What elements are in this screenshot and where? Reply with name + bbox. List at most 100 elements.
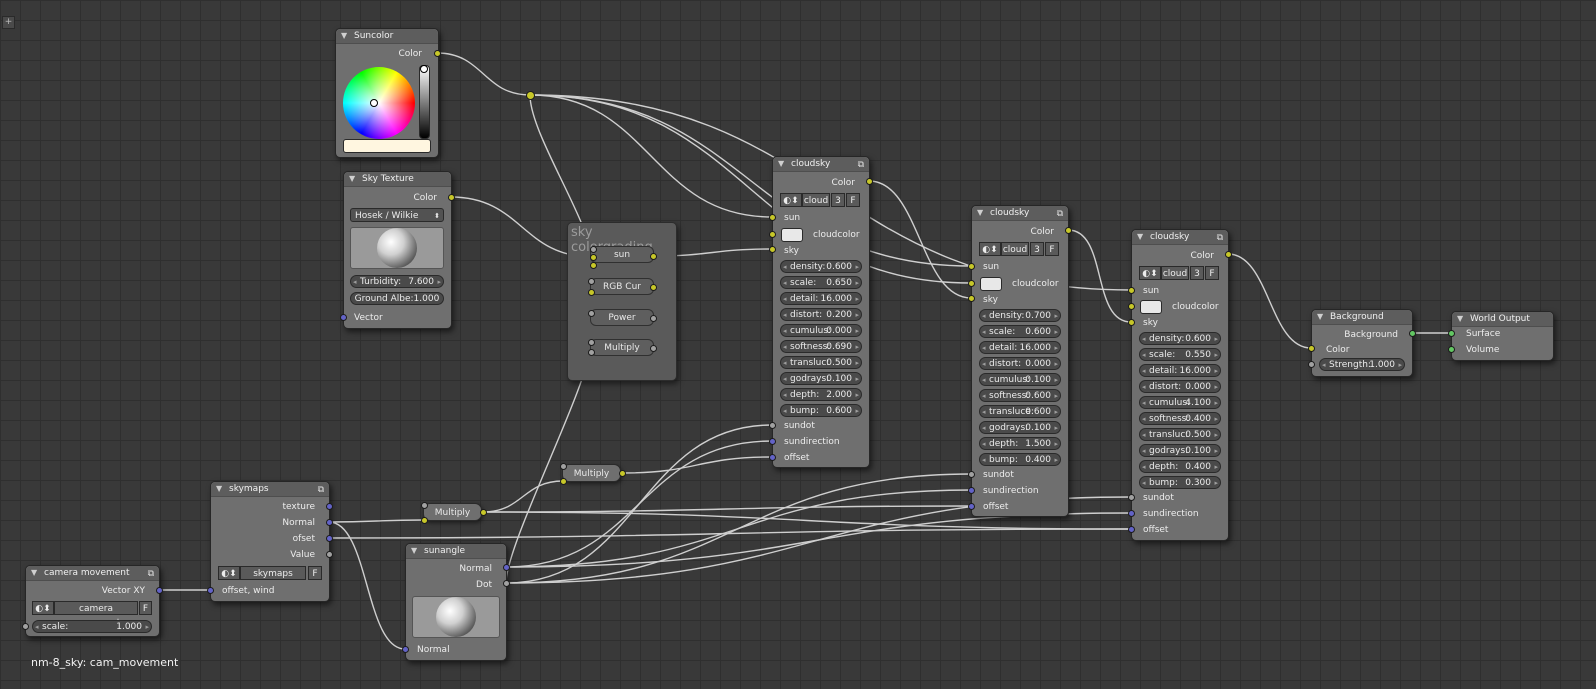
inner-node-sun[interactable]: sun bbox=[590, 246, 654, 263]
increment-arrow-icon[interactable]: ▸ bbox=[1214, 399, 1218, 407]
increment-arrow-icon[interactable]: ▸ bbox=[1054, 312, 1058, 320]
increment-arrow-icon[interactable]: ▸ bbox=[1054, 376, 1058, 384]
group-selector[interactable]: ◐⬍ camera movement F bbox=[32, 601, 152, 628]
param-field[interactable]: ◂detail:16.000▸ bbox=[979, 341, 1061, 354]
brightness-slider[interactable] bbox=[419, 65, 430, 139]
node-header[interactable]: ▼Suncolor bbox=[336, 29, 438, 44]
group-selector[interactable]: ◐⬍ cloud 3 F bbox=[1139, 266, 1219, 280]
node-header[interactable]: ▼cloudsky⧉ bbox=[773, 157, 869, 172]
decrement-arrow-icon[interactable]: ◂ bbox=[982, 392, 986, 400]
collapse-triangle-icon[interactable]: ▼ bbox=[778, 159, 785, 168]
param-field[interactable]: ◂cumulus:0.000▸ bbox=[780, 324, 862, 337]
inner-node-rgb-curves[interactable]: RGB Cur bbox=[590, 278, 654, 295]
decrement-arrow-icon[interactable]: ◂ bbox=[783, 391, 787, 399]
user-count[interactable]: 3 bbox=[1190, 266, 1204, 280]
node-tree-icon[interactable]: ◐⬍ bbox=[1139, 266, 1161, 280]
socket-c1_sun[interactable] bbox=[768, 213, 776, 221]
socket-wo_vol[interactable] bbox=[1447, 345, 1455, 353]
socket-c2_dir[interactable] bbox=[967, 486, 975, 494]
decrement-arrow-icon[interactable]: ◂ bbox=[982, 456, 986, 464]
reroute-point[interactable] bbox=[526, 91, 535, 100]
socket-c1_off[interactable] bbox=[768, 453, 776, 461]
increment-arrow-icon[interactable]: ▸ bbox=[1054, 424, 1058, 432]
decrement-arrow-icon[interactable]: ◂ bbox=[783, 295, 787, 303]
group-selector[interactable]: ◐⬍ cloud 3 F bbox=[780, 193, 860, 207]
param-field[interactable]: ◂distort:0.000▸ bbox=[979, 357, 1061, 370]
node-multiply-2[interactable]: Multiply bbox=[562, 464, 621, 482]
node-background[interactable]: ▼Background Background Color ◂Strength:1… bbox=[1311, 309, 1413, 377]
param-field[interactable]: ◂bump:0.400▸ bbox=[979, 453, 1061, 466]
socket-cg_p_out[interactable] bbox=[649, 314, 657, 322]
param-field[interactable]: ◂godrays:0.100▸ bbox=[780, 372, 862, 385]
socket-sm_in[interactable] bbox=[206, 586, 214, 594]
socket-c1_dot[interactable] bbox=[768, 421, 776, 429]
collapse-triangle-icon[interactable]: ▼ bbox=[1137, 232, 1144, 241]
group-selector[interactable]: ◐⬍ cloud 3 F bbox=[979, 242, 1059, 256]
param-field[interactable]: ◂distort:0.200▸ bbox=[780, 308, 862, 321]
cloudcolor-swatch[interactable] bbox=[980, 277, 1002, 291]
param-field[interactable]: ◂transluc:0.500▸ bbox=[780, 356, 862, 369]
node-group-icon[interactable]: ⧉ bbox=[1216, 233, 1223, 243]
collapse-triangle-icon[interactable]: ▼ bbox=[349, 174, 356, 183]
inner-node-power[interactable]: Power bbox=[590, 309, 654, 326]
increment-arrow-icon[interactable]: ▸ bbox=[855, 375, 859, 383]
decrement-arrow-icon[interactable]: ◂ bbox=[982, 376, 986, 384]
increment-arrow-icon[interactable]: ▸ bbox=[855, 311, 859, 319]
param-field[interactable]: ◂depth:2.000▸ bbox=[780, 388, 862, 401]
socket-cg_m_out[interactable] bbox=[649, 344, 657, 352]
socket-sa_in[interactable] bbox=[401, 645, 409, 653]
socket-c1_out[interactable] bbox=[865, 177, 873, 185]
socket-c2_out[interactable] bbox=[1064, 226, 1072, 234]
increment-arrow-icon[interactable]: ▸ bbox=[855, 359, 859, 367]
sky-type-dropdown[interactable]: Hosek / Wilkie⬍ bbox=[350, 208, 444, 222]
param-field[interactable]: ◂transluc:0.500▸ bbox=[1139, 428, 1221, 441]
param-field[interactable]: ◂godrays:0.100▸ bbox=[1139, 444, 1221, 457]
normal-preview[interactable] bbox=[412, 596, 500, 638]
socket-bg_out[interactable] bbox=[1408, 329, 1416, 337]
decrement-arrow-icon[interactable]: ◂ bbox=[783, 327, 787, 335]
decrement-arrow-icon[interactable]: ◂ bbox=[1142, 463, 1146, 471]
socket-sm_val[interactable] bbox=[325, 550, 333, 558]
socket-sky_out[interactable] bbox=[447, 193, 455, 201]
cloudcolor-swatch[interactable] bbox=[781, 228, 803, 242]
node-group-icon[interactable]: ⧉ bbox=[857, 160, 864, 170]
node-multiply-1[interactable]: Multiply bbox=[423, 503, 482, 521]
decrement-arrow-icon[interactable]: ◂ bbox=[982, 360, 986, 368]
socket-cg_m_in[interactable] bbox=[587, 338, 595, 346]
node-cloudsky-2[interactable]: ▼cloudsky⧉ Color ◐⬍ cloud 3 F sun cloudc… bbox=[971, 205, 1069, 517]
socket-sm_ofs[interactable] bbox=[325, 534, 333, 542]
collapse-triangle-icon[interactable]: ▼ bbox=[1457, 314, 1464, 323]
decrement-arrow-icon[interactable]: ◂ bbox=[982, 424, 986, 432]
fake-user-button[interactable]: F bbox=[1045, 242, 1059, 256]
param-field[interactable]: ◂bump:0.300▸ bbox=[1139, 476, 1221, 489]
decrement-arrow-icon[interactable]: ◂ bbox=[353, 278, 357, 286]
decrement-arrow-icon[interactable]: ◂ bbox=[1142, 431, 1146, 439]
collapse-triangle-icon[interactable]: ▼ bbox=[216, 484, 223, 493]
collapse-triangle-icon[interactable]: ▼ bbox=[31, 568, 38, 577]
socket-suncol_out[interactable] bbox=[433, 49, 441, 57]
increment-arrow-icon[interactable]: ▸ bbox=[1054, 328, 1058, 336]
scale-field[interactable]: ◂scale:1.000▸ bbox=[32, 620, 152, 633]
node-header[interactable]: ▼Background bbox=[1312, 310, 1412, 325]
node-cloudsky-3[interactable]: ▼cloudsky⧉ Color ◐⬍ cloud 3 F sun cloudc… bbox=[1131, 229, 1229, 541]
node-cloudsky-1[interactable]: ▼cloudsky⧉ Color ◐⬍ cloud 3 F sun cloudc… bbox=[772, 156, 870, 468]
socket-sky_vec[interactable] bbox=[339, 313, 347, 321]
socket-cg_r_out[interactable] bbox=[649, 283, 657, 291]
group-name-field[interactable]: cloud bbox=[1001, 242, 1029, 256]
socket-cg_p_in[interactable] bbox=[587, 309, 595, 317]
increment-arrow-icon[interactable]: ▸ bbox=[1214, 463, 1218, 471]
param-field[interactable]: ◂scale:0.550▸ bbox=[1139, 348, 1221, 361]
socket-m1_in2[interactable] bbox=[420, 516, 428, 524]
fake-user-button[interactable]: F bbox=[1205, 266, 1219, 280]
socket-sa_nor[interactable] bbox=[502, 563, 510, 571]
socket-c3_off[interactable] bbox=[1127, 525, 1135, 533]
socket-sm_tex[interactable] bbox=[325, 502, 333, 510]
increment-arrow-icon[interactable]: ▸ bbox=[1214, 335, 1218, 343]
param-field[interactable]: ◂density:0.700▸ bbox=[979, 309, 1061, 322]
decrement-arrow-icon[interactable]: ◂ bbox=[1142, 351, 1146, 359]
node-sky-texture[interactable]: ▼Sky Texture Color Hosek / Wilkie⬍ ◂Turb… bbox=[343, 171, 452, 329]
socket-sa_dot[interactable] bbox=[502, 579, 510, 587]
fake-user-button[interactable]: F bbox=[139, 601, 152, 615]
fake-user-button[interactable]: F bbox=[308, 566, 322, 580]
node-header[interactable]: ▼sunangle bbox=[406, 544, 506, 559]
